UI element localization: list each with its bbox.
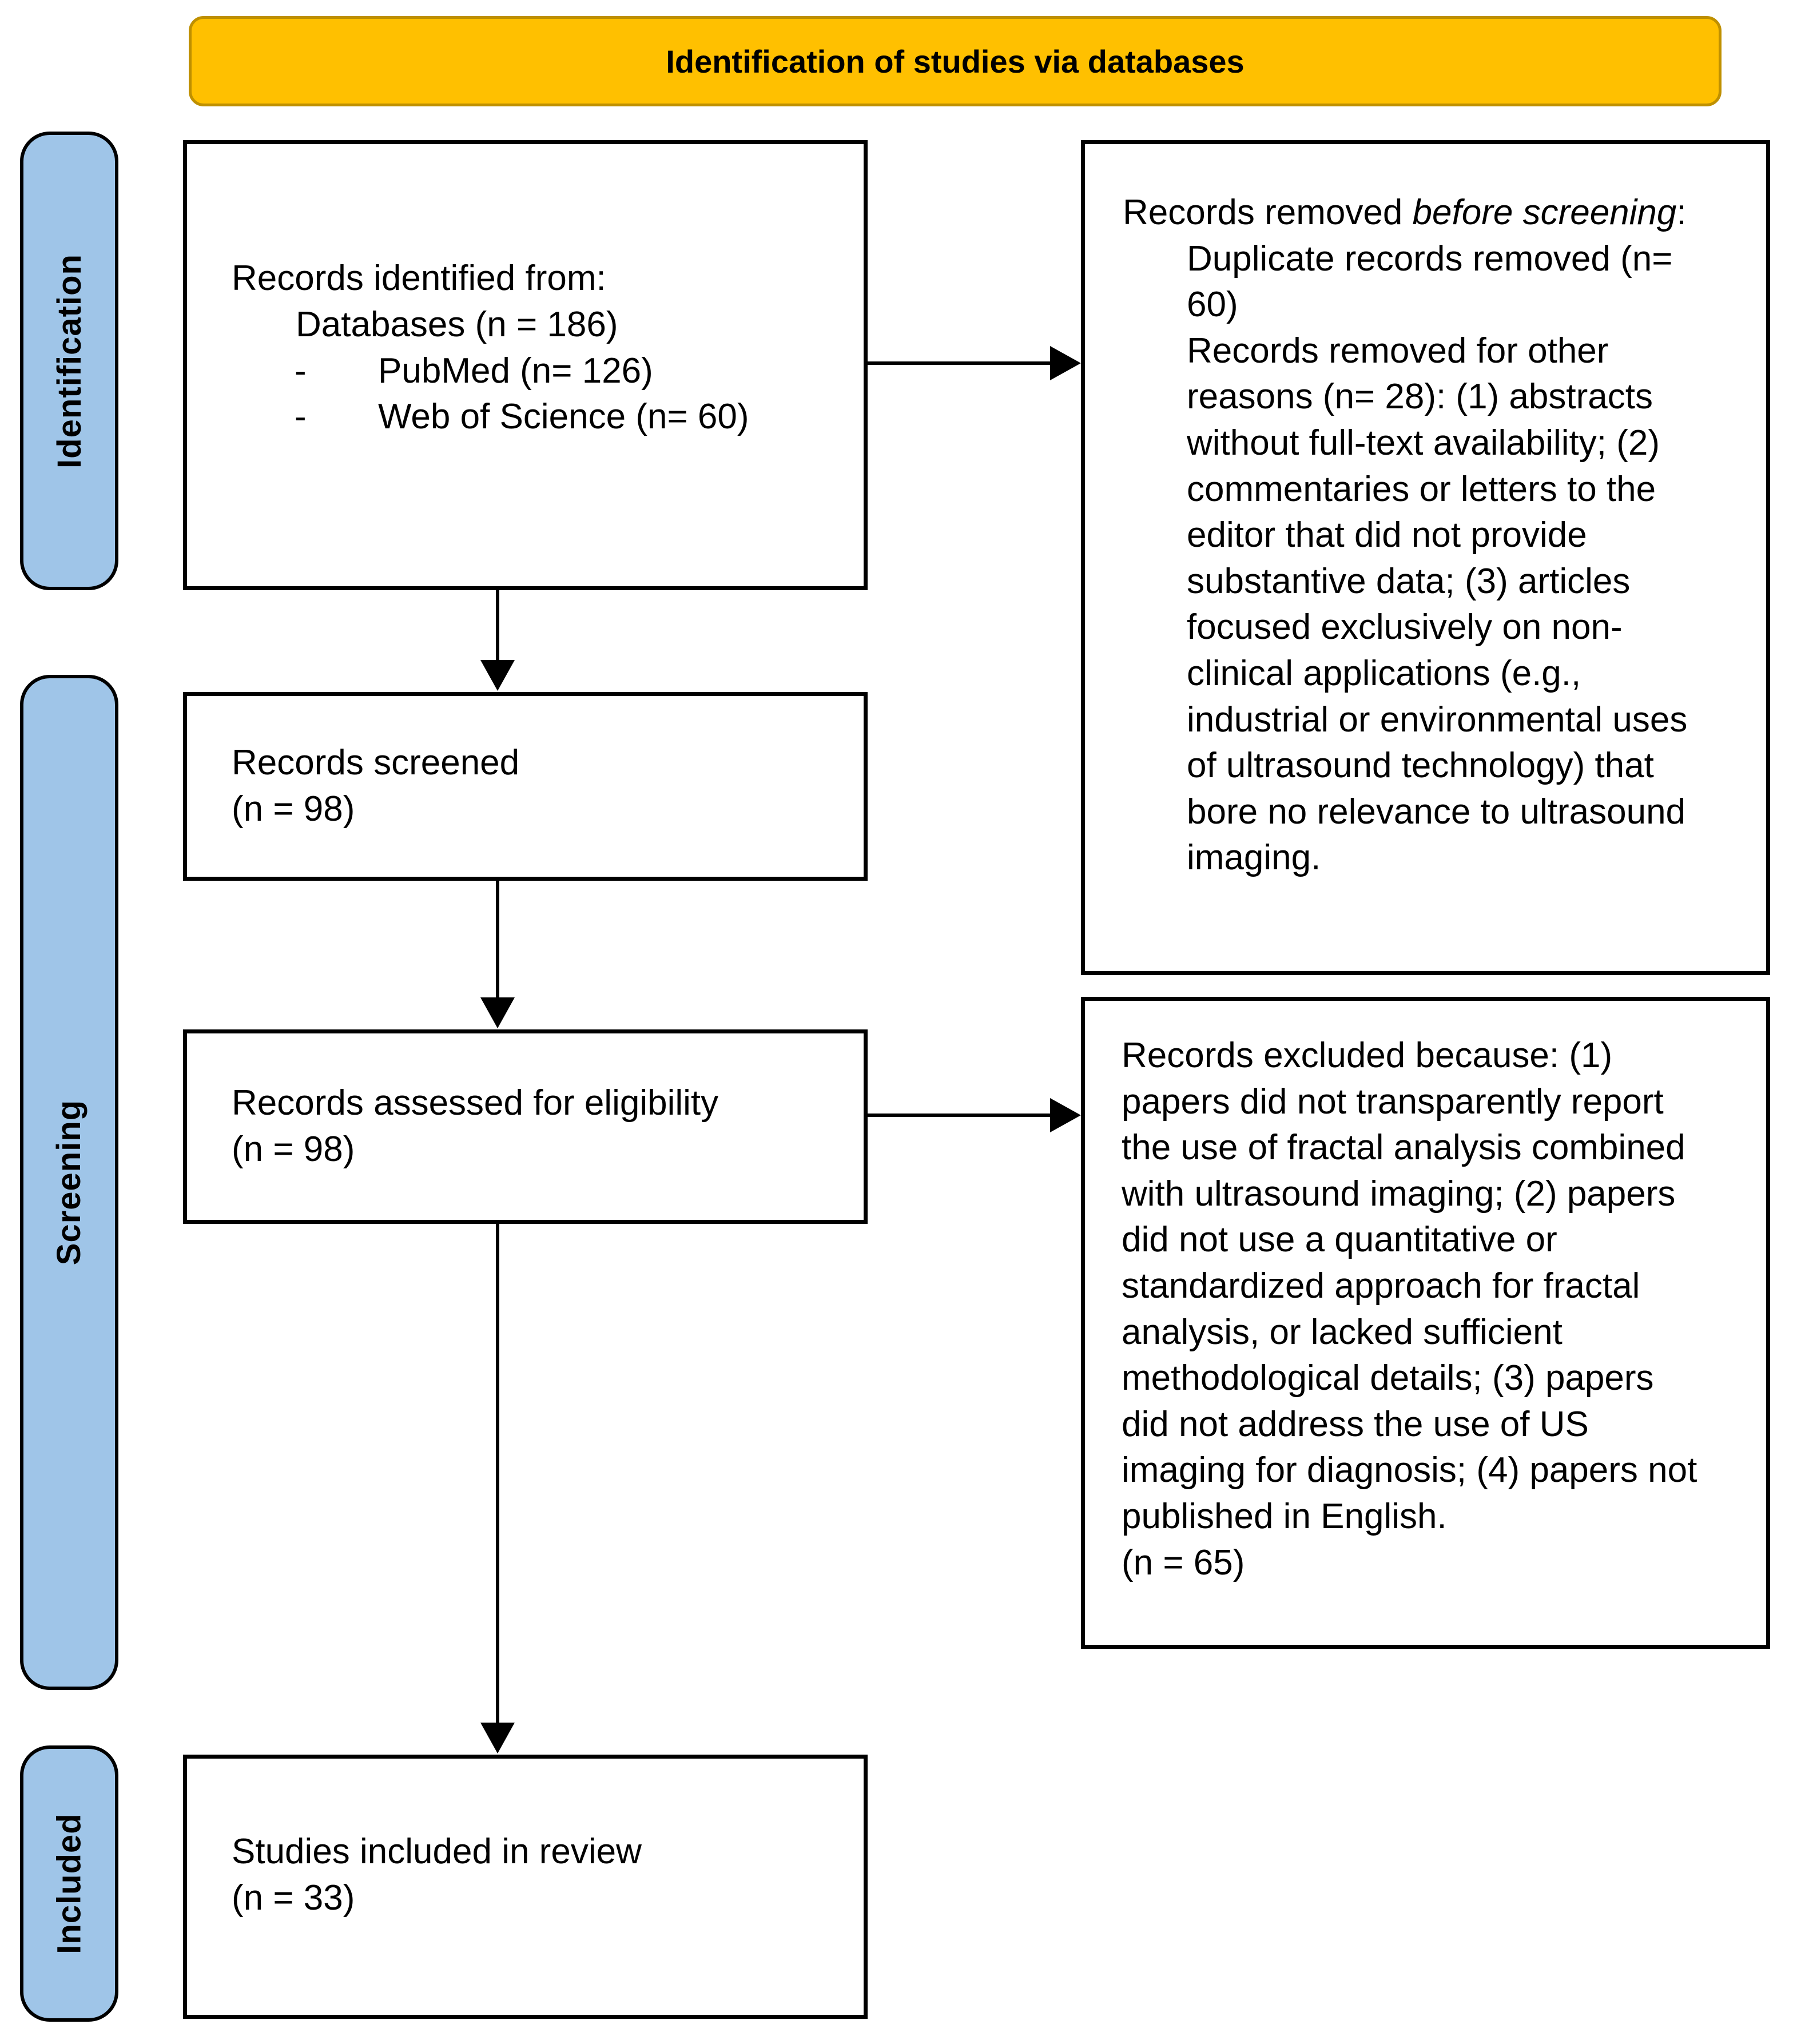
stage-bar-included: Included: [20, 1745, 118, 2022]
arrowhead-identified-to-screened: [480, 660, 515, 691]
arrow-line-identified-to-screened: [496, 590, 499, 663]
records-screened-count: (n = 98): [232, 789, 355, 829]
arrow-line-assessed-to-excluded: [868, 1114, 1053, 1117]
banner-identification-of-studies: Identification of studies via databases: [189, 16, 1722, 106]
box-records-screened: Records screened (n = 98): [183, 692, 868, 881]
records-screened-text: Records screened: [232, 743, 520, 783]
records-assessed-count: (n = 98): [232, 1130, 355, 1169]
arrowhead-screened-to-assessed: [480, 997, 515, 1028]
duplicate-records-item: Duplicate records removed (n= 60): [1187, 238, 1673, 325]
records-removed-title-prefix: Records removed: [1123, 193, 1413, 232]
arrow-line-screened-to-assessed: [496, 881, 499, 1001]
studies-included-text: Studies included in review: [232, 1832, 642, 1872]
arrowhead-assessed-to-included: [480, 1723, 515, 1753]
bullet-dash: -: [295, 351, 307, 391]
stage-label-identification: Identification: [50, 253, 88, 468]
box-records-identified: Records identified from: Databases (n = …: [183, 140, 868, 590]
bullet-pubmed: - PubMed (n= 126): [295, 348, 846, 395]
bullet-dash: -: [295, 397, 307, 437]
box-records-assessed: Records assessed for eligibility (n = 98…: [183, 1029, 868, 1224]
bullet-web-of-science: - Web of Science (n= 60): [295, 394, 846, 440]
stage-label-included: Included: [50, 1813, 88, 1954]
records-identified-line: Records identified from:: [232, 259, 606, 299]
box-studies-included: Studies included in review (n = 33): [183, 1755, 868, 2019]
databases-line: Databases (n = 186): [296, 304, 618, 344]
arrow-line-identified-to-removed: [868, 361, 1053, 365]
stage-bar-identification: Identification: [20, 132, 118, 590]
banner-title: Identification of studies via databases: [666, 43, 1245, 79]
studies-included-count: (n = 33): [232, 1878, 355, 1918]
stage-bar-screening: Screening: [20, 675, 118, 1690]
arrowhead-assessed-to-excluded: [1050, 1098, 1081, 1132]
records-excluded-count: (n = 65): [1122, 1542, 1245, 1582]
bullet-pubmed-text: PubMed (n= 126): [378, 351, 653, 391]
records-removed-title-italic: before screening: [1412, 193, 1677, 232]
other-reasons-item: Records removed for other reasons (n= 28…: [1187, 331, 1688, 878]
records-assessed-text: Records assessed for eligibility: [232, 1083, 719, 1123]
arrow-line-assessed-to-included: [496, 1224, 499, 1726]
stage-label-screening: Screening: [50, 1099, 88, 1266]
records-removed-title: Records removed before screening:: [1123, 190, 1699, 236]
records-excluded-text: Records excluded because: (1) papers did…: [1122, 1036, 1697, 1536]
bullet-web-of-science-text: Web of Science (n= 60): [378, 397, 749, 437]
arrowhead-identified-to-removed: [1050, 346, 1081, 380]
box-records-removed-before-screening: Records removed before screening: Duplic…: [1081, 140, 1770, 975]
box-records-excluded: Records excluded because: (1) papers did…: [1081, 997, 1770, 1649]
records-removed-title-suffix: :: [1676, 193, 1687, 232]
